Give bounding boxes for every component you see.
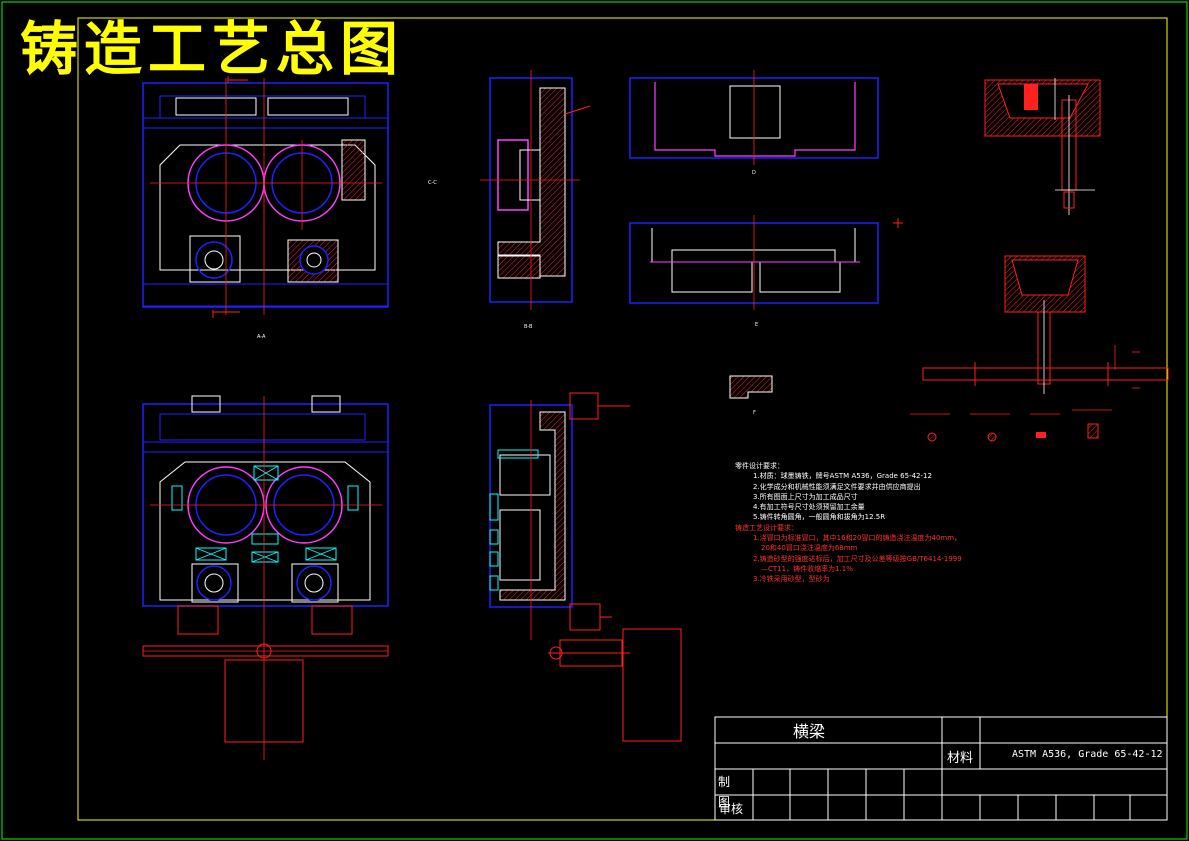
process-requirement-item: —CT11，铸件收缩率为1.1%	[761, 564, 853, 573]
view-label: F	[753, 410, 756, 416]
process-requirements-header: 铸造工艺设计要求：	[735, 523, 798, 532]
view-label: D	[752, 170, 756, 176]
part-requirement-item: 2.化学成分和机械性能须满足文件要求并由供应商提出	[753, 482, 921, 491]
part-requirement-item: 1.材质：球墨铸铁，牌号ASTM A536，Grade 65-42-12	[753, 472, 932, 481]
part-requirements-header: 零件设计要求：	[735, 462, 784, 470]
pouring-cup-view-bottom	[922, 255, 1169, 394]
detail-section-small	[729, 375, 773, 399]
elevation-view-top	[629, 70, 903, 310]
pouring-cup-view-top	[984, 78, 1101, 215]
section-view-top	[480, 70, 591, 310]
view-label: C-C	[428, 180, 437, 186]
section-view-bottom	[489, 392, 682, 742]
part-requirement-item: 3.所有图面上尺寸为加工成品尺寸	[753, 492, 858, 501]
inner-frame-border	[77, 17, 1168, 821]
part-requirement-item: 5.铸件转角圆角，一般圆角和拔角为12.5R	[753, 513, 886, 522]
gate-sections	[910, 409, 1112, 442]
drawing-title: 铸造工艺总图	[20, 15, 405, 83]
drawn-by-label: 制图	[718, 775, 731, 809]
checked-by-label: 审核	[719, 802, 744, 816]
part-name: 横梁	[793, 722, 826, 741]
title-block-grid	[714, 716, 1168, 821]
plan-view-top	[142, 76, 389, 318]
material-value: ASTM A536, Grade 65-42-12	[1012, 749, 1163, 760]
process-requirement-item: 3.冷铁采用砂型，型砂为	[753, 575, 830, 584]
process-requirement-item: 2.铸造砂型的强度达标后，加工尺寸及公差等级按GB/T6414-1999	[753, 554, 962, 563]
process-requirement-item: 1.浇冒口为标准冒口，其中16和20冒口的铸造浇注温度为40mm，	[753, 534, 962, 543]
view-label: E	[755, 322, 759, 328]
part-requirement-item: 4.有加工符号尺寸处须预留加工余量	[753, 503, 865, 512]
view-label: A-A	[257, 334, 266, 340]
process-requirement-item: 20和40冒口浇注温度为68mm	[761, 544, 858, 553]
view-label: B-B	[524, 324, 533, 330]
material-label: 材料	[947, 751, 974, 766]
plan-view-bottom	[142, 395, 389, 760]
technical-notes: 零件设计要求： 1.材质：球墨铸铁，牌号ASTM A536，Grade 65-4…	[735, 461, 1035, 585]
